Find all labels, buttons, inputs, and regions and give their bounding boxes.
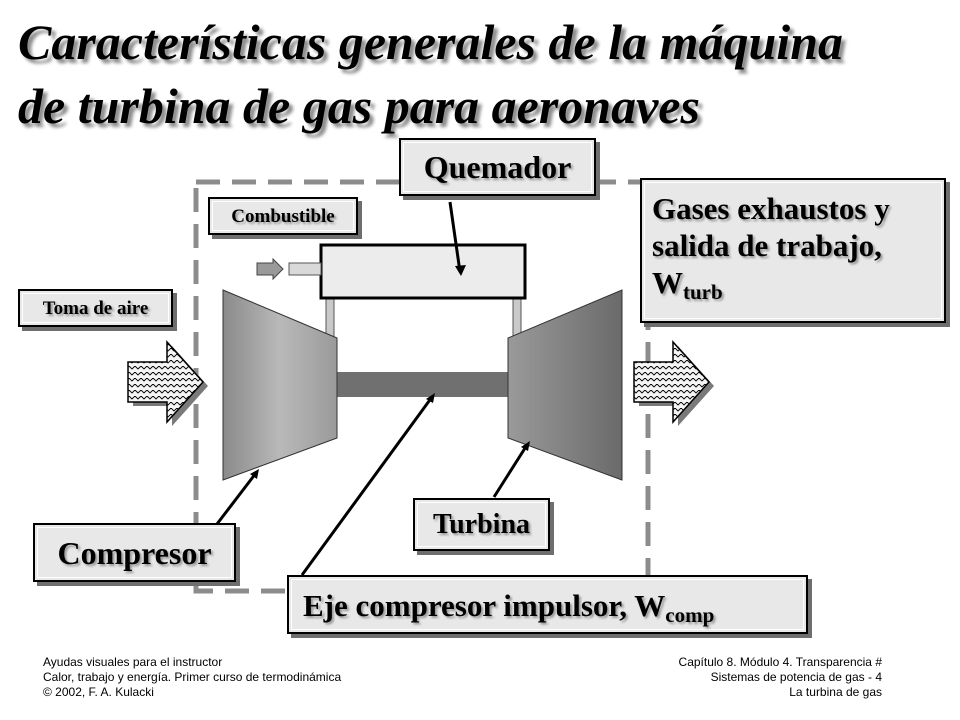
footer-left-line-2: Calor, trabajo y energía. Primer curso d… xyxy=(43,670,342,684)
w-turb-sub: turb xyxy=(683,280,723,304)
title-line-1: Características generales de la máquina xyxy=(18,14,843,70)
quemador-text: Quemador xyxy=(423,149,572,185)
toma-de-aire-text: Toma de aire xyxy=(42,298,149,319)
footer-right-line-3: La turbina de gas xyxy=(789,685,882,699)
label-combustible: Combustible xyxy=(208,197,358,235)
pointer-compresor-head xyxy=(250,469,259,479)
pointer-turbina xyxy=(492,444,529,498)
w-turb-main: W xyxy=(652,265,683,300)
footer-left-line-1: Ayudas visuales para el instructor xyxy=(43,655,223,669)
footer-right: Capítulo 8. Módulo 4. Transparencia # Si… xyxy=(679,655,882,700)
w-turb: Wturb xyxy=(652,264,890,311)
label-eje-compresor: Eje compresor impulsor, Wcomp xyxy=(287,575,808,634)
pointer-eje-head xyxy=(426,393,435,403)
eje-text: Eje compresor impulsor, Wcomp xyxy=(303,587,714,634)
eje-sub: comp xyxy=(665,603,715,627)
pointer-quemador xyxy=(448,201,462,273)
pointer-compresor xyxy=(215,472,258,525)
pointer-eje xyxy=(300,396,434,576)
gases-line-1: Gases exhaustos y xyxy=(652,191,890,226)
title-line-2: de turbina de gas para aeronaves xyxy=(18,78,700,134)
fuel-arrow-icon xyxy=(256,257,284,281)
footer-left-line-3: © 2002, F. A. Kulacki xyxy=(43,685,154,699)
burner-chamber xyxy=(319,243,527,300)
turbine-shape xyxy=(507,289,623,481)
eje-main: Eje compresor impulsor, W xyxy=(303,588,666,623)
slide-title: Características generales de la máquina … xyxy=(18,10,948,138)
footer-left: Ayudas visuales para el instructor Calor… xyxy=(43,655,341,700)
footer-right-line-2: Sistemas de potencia de gas - 4 xyxy=(710,670,882,684)
pointer-turbina-head xyxy=(521,441,530,451)
pointer-quemador-head xyxy=(455,265,466,276)
label-turbina: Turbina xyxy=(413,498,550,551)
label-gases-exhaustos: Gases exhaustos y salida de trabajo, Wtu… xyxy=(640,178,946,323)
fuel-pipe xyxy=(288,262,322,276)
gases-line-2: salida de trabajo, xyxy=(652,228,882,263)
compresor-text: Compresor xyxy=(57,535,212,571)
label-quemador: Quemador xyxy=(399,138,596,196)
combustible-text: Combustible xyxy=(231,206,335,227)
shaft xyxy=(337,372,509,397)
compressor-shape xyxy=(222,289,338,481)
footer-right-line-1: Capítulo 8. Módulo 4. Transparencia # xyxy=(678,655,882,669)
turbina-text: Turbina xyxy=(432,509,531,540)
air-inlet-arrow-icon xyxy=(127,340,205,424)
exhaust-arrow-icon xyxy=(633,340,711,424)
label-compresor: Compresor xyxy=(33,523,236,582)
label-toma-de-aire: Toma de aire xyxy=(18,289,173,327)
